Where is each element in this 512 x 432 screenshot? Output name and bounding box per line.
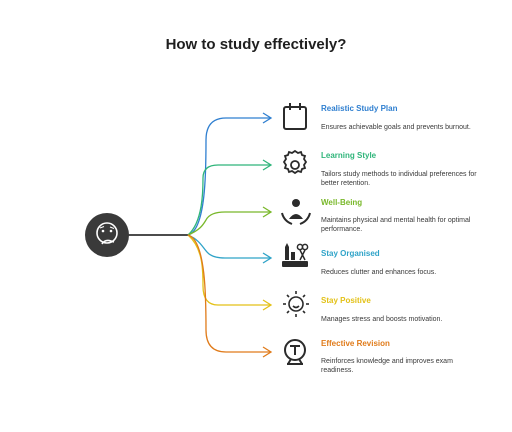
- arrow-head: [262, 346, 273, 358]
- connector-realistic-study-plan: [187, 117, 270, 236]
- arrow-head: [262, 159, 273, 171]
- item-desc-learning-style: Tailors study methods to individual pref…: [321, 171, 477, 187]
- arrow-head: [262, 112, 273, 124]
- person-care-icon: [281, 199, 311, 225]
- brain-gear-icon: [282, 149, 308, 175]
- arrow-head: [262, 206, 273, 218]
- sun-smile-icon: [283, 291, 309, 317]
- item-desc-stay-positive: Manages stress and boosts motivation.: [321, 316, 443, 323]
- item-title-well-being: Well-Being: [321, 198, 363, 207]
- item-desc-realistic-study-plan: Ensures achievable goals and prevents bu…: [321, 124, 471, 131]
- item-title-stay-organised: Stay Organised: [321, 249, 380, 258]
- item-title-stay-positive: Stay Positive: [321, 296, 371, 305]
- connector-stay-positive: [187, 234, 270, 306]
- item-desc-well-being: Maintains physical and mental health for…: [321, 217, 471, 233]
- item-title-effective-revision: Effective Revision: [321, 339, 390, 348]
- page-title: How to study effectively?: [165, 36, 347, 53]
- calendar-icon: [283, 103, 307, 130]
- item-title-realistic-study-plan: Realistic Study Plan: [321, 104, 398, 113]
- arrow-head: [262, 252, 273, 264]
- thinking-face-icon: [85, 213, 129, 257]
- arrow-head: [262, 299, 273, 311]
- connector-learning-style: [187, 164, 270, 236]
- item-title-learning-style: Learning Style: [321, 151, 377, 160]
- item-desc-stay-organised: Reduces clutter and enhances focus.: [321, 269, 437, 276]
- item-desc-effective-revision: Reinforces knowledge and improves exam r…: [321, 358, 453, 374]
- connector-well-being: [187, 211, 270, 236]
- magnifier-text-icon: [284, 339, 306, 365]
- desk-organiser-icon: [282, 243, 309, 267]
- connector-stay-organised: [187, 234, 270, 259]
- connector-effective-revision: [187, 234, 270, 353]
